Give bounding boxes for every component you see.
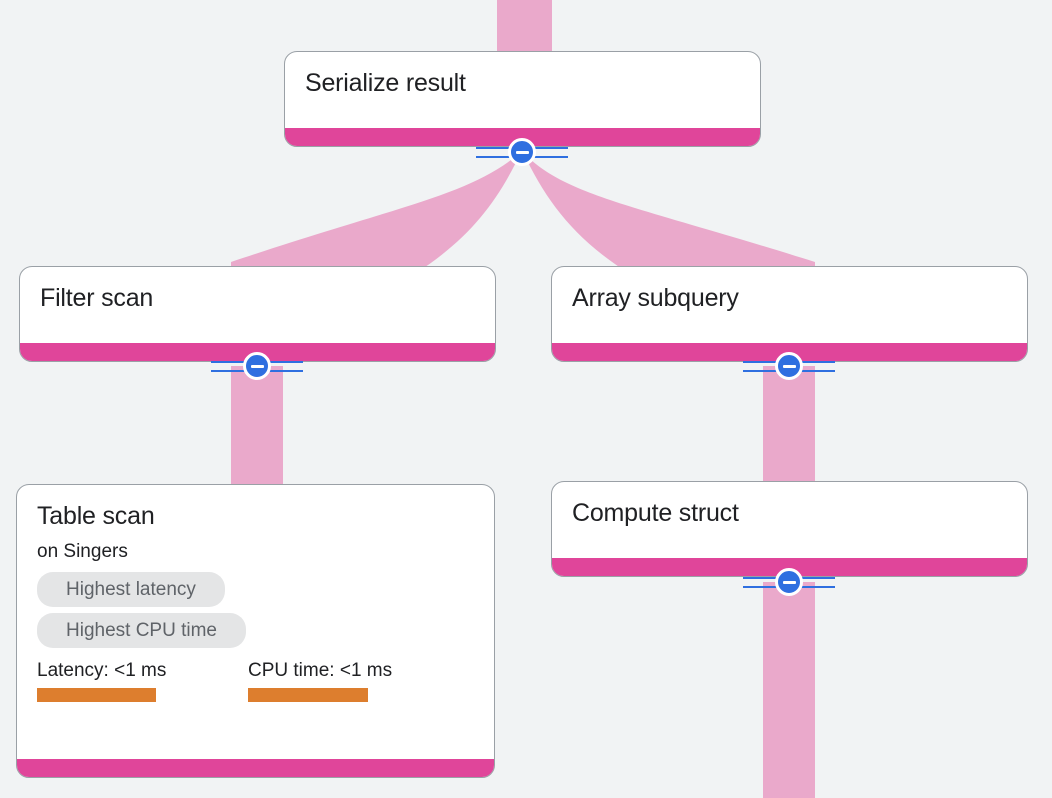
minus-icon[interactable]	[243, 352, 271, 380]
chip-highest-latency[interactable]: Highest latency	[37, 572, 225, 607]
metric-cpu-time: CPU time: <1 ms	[248, 659, 392, 702]
chip-highest-cpu-time[interactable]: Highest CPU time	[37, 613, 246, 648]
edge-incoming-serialize-result	[497, 0, 552, 52]
node-title: Filter scan	[40, 284, 154, 312]
node-body: Filter scan	[20, 267, 495, 343]
node-title: Compute struct	[572, 499, 739, 527]
metric-label: CPU time: <1 ms	[248, 660, 393, 681]
metric-bar	[37, 688, 156, 702]
node-title: Table scan	[37, 502, 155, 530]
minus-icon[interactable]	[508, 138, 536, 166]
node-accent-bar	[17, 759, 494, 777]
minus-icon[interactable]	[775, 352, 803, 380]
node-subtitle: on Singers	[37, 541, 128, 562]
node-accent-bar	[552, 558, 1027, 576]
toggle-filter-scan[interactable]	[211, 349, 303, 383]
node-chip-list: Highest latency Highest CPU time	[37, 572, 246, 648]
node-compute-struct[interactable]: Compute struct	[551, 481, 1028, 577]
node-body: Table scan on Singers Highest latency Hi…	[17, 485, 494, 759]
node-title: Serialize result	[305, 69, 466, 97]
toggle-array-subquery[interactable]	[743, 349, 835, 383]
edge-filter-scan-table-scan	[231, 366, 283, 488]
node-table-scan[interactable]: Table scan on Singers Highest latency Hi…	[16, 484, 495, 778]
node-filter-scan[interactable]: Filter scan	[19, 266, 496, 362]
minus-icon[interactable]	[775, 568, 803, 596]
metric-bar	[248, 688, 368, 702]
node-body: Serialize result	[285, 52, 760, 128]
toggle-compute-struct[interactable]	[743, 565, 835, 599]
toggle-serialize-result[interactable]	[476, 135, 568, 169]
node-serialize-result[interactable]: Serialize result	[284, 51, 761, 147]
metric-latency: Latency: <1 ms	[37, 659, 248, 702]
metric-label: Latency: <1 ms	[37, 660, 167, 681]
node-accent-bar	[285, 128, 760, 146]
node-body: Array subquery	[552, 267, 1027, 343]
edge-compute-struct-child	[763, 582, 815, 798]
node-array-subquery[interactable]: Array subquery	[551, 266, 1028, 362]
node-metrics: Latency: <1 ms CPU time: <1 ms	[37, 659, 392, 702]
edge-array-subquery-compute-struct	[763, 366, 815, 488]
node-body: Compute struct	[552, 482, 1027, 558]
node-title: Array subquery	[572, 284, 739, 312]
